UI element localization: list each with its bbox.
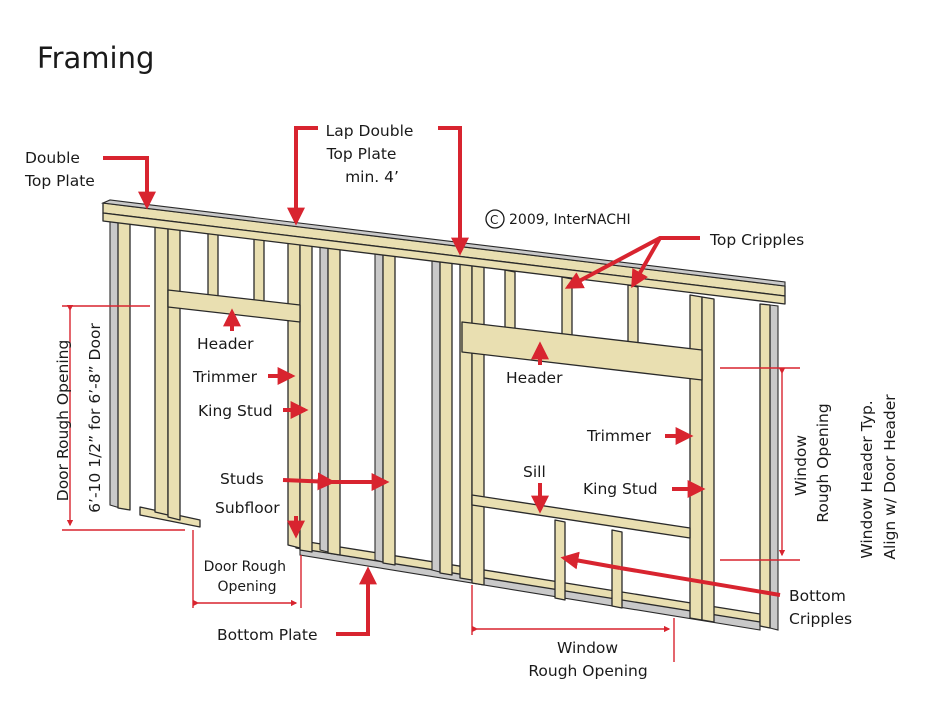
label-trimmer-window: Trimmer: [586, 427, 652, 445]
callout-arrows: [103, 126, 781, 636]
door-header-member: [167, 289, 301, 323]
window-sill-member: [471, 494, 691, 539]
label-studs: Studs: [220, 470, 264, 488]
svg-text:C: C: [490, 213, 498, 227]
arrow-double-top-plate: [103, 156, 156, 210]
label-header-door: Header: [197, 335, 254, 353]
label-lap-double-top-plate: Lap Double Top Plate min. 4’: [326, 122, 419, 186]
window-header-member: [461, 321, 703, 381]
diagram-title: Framing: [37, 41, 154, 75]
label-top-cripples: Top Cripples: [709, 231, 804, 249]
dimension-lines: [62, 304, 800, 662]
double-top-plate-member: [100, 199, 786, 305]
label-door-rough-opening-bottom: Door Rough Opening: [204, 559, 291, 595]
label-king-stud-door: King Stud: [198, 402, 273, 420]
label-double-top-plate: Double Top Plate: [24, 149, 95, 190]
label-bottom-plate: Bottom Plate: [217, 626, 318, 644]
copyright-icon: [485, 209, 505, 229]
arrow-bottom-cripples: [560, 551, 621, 570]
label-bottom-cripples: Bottom Cripples: [789, 587, 852, 628]
label-window-rough-opening-right: Window Rough Opening: [792, 403, 832, 522]
label-header-window: Header: [506, 369, 563, 387]
arrow-top-cripples-2: [631, 237, 662, 289]
arrow-studs-1: [282, 472, 336, 491]
label-window-header-note: Window Header Typ. Align w/ Door Header: [858, 394, 899, 560]
wall-frame: [100, 199, 786, 631]
label-sill: Sill: [523, 463, 546, 481]
arrow-lap-left: [287, 126, 318, 226]
arrow-lap-right: [438, 126, 469, 256]
label-king-stud-window: King Stud: [583, 480, 658, 498]
copyright-text: 2009, InterNACHI: [509, 212, 631, 228]
arrow-bottom-cripples-line: [619, 566, 781, 597]
label-subfloor: Subfloor: [215, 499, 280, 517]
label-door-rough-opening-left: Door Rough Opening 6’-10 1/2” for 6’-8” …: [54, 323, 104, 513]
callout-labels: Double Top Plate Lap Double Top Plate mi…: [24, 122, 899, 680]
label-window-rough-opening-bottom: Window Rough Opening: [528, 639, 647, 680]
arrow-bottom-plate: [336, 566, 377, 636]
label-trimmer-door: Trimmer: [192, 368, 258, 386]
copyright-notice: C 2009, InterNACHI: [485, 209, 631, 229]
